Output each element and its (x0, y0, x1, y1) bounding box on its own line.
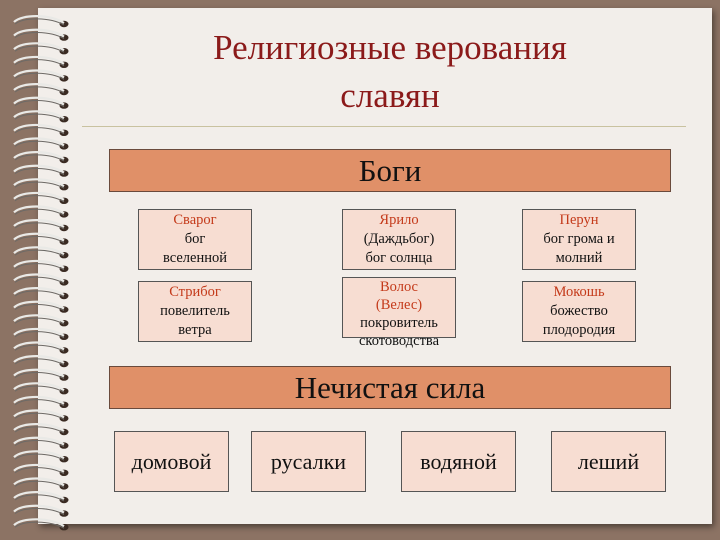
slide-title-line2: славян (340, 76, 440, 115)
binding-ring (13, 83, 69, 96)
god-box-volos: Волос (Велес) покровитель скотоводства (342, 277, 456, 349)
god-name: Стрибог (169, 284, 221, 300)
binding-ring (13, 355, 69, 368)
binding-ring (13, 232, 69, 245)
evil-forces-header: Нечистая сила (109, 366, 671, 409)
binding-ring (13, 450, 69, 463)
slide-title-line1: Религиозные верования (213, 28, 567, 67)
god-desc: скотоводства (358, 333, 440, 349)
title-divider (82, 126, 686, 127)
binding-ring (13, 327, 69, 340)
binding-ring (13, 178, 69, 191)
binding-ring (13, 477, 69, 490)
binding-ring (13, 205, 69, 218)
binding-ring (13, 518, 69, 531)
binding-ring (13, 28, 69, 41)
god-desc: бог (184, 231, 206, 247)
god-box-yarilo: Ярило (Даждьбог) бог солнца (342, 209, 456, 270)
spirit-box-leshiy: леший (551, 431, 666, 492)
binding-ring (13, 259, 69, 272)
binding-ring (13, 42, 69, 55)
god-desc: бог грома и (543, 231, 615, 247)
god-desc: покровитель (360, 315, 438, 331)
binding-ring (13, 137, 69, 150)
god-box-stribog: Стрибог повелитель ветра (138, 281, 252, 342)
god-name: Перун (559, 212, 599, 228)
god-name: Сварог (173, 212, 217, 228)
binding-ring (13, 287, 69, 300)
binding-ring (13, 341, 69, 354)
god-desc: божество (550, 303, 608, 319)
god-desc: бог солнца (365, 250, 433, 266)
spirit-box-vodyanoy: водяной (401, 431, 516, 492)
binding-ring (13, 164, 69, 177)
binding-ring (13, 395, 69, 408)
binding-ring (13, 504, 69, 517)
binding-ring (13, 96, 69, 109)
binding-ring (13, 409, 69, 422)
god-box-svarog: Сварог бог вселенной (138, 209, 252, 270)
spiral-binding (13, 15, 69, 531)
spirit-box-domovoy: домовой (114, 431, 229, 492)
god-box-perun: Перун бог грома и молний (522, 209, 636, 270)
binding-ring (13, 123, 69, 136)
binding-ring (13, 151, 69, 164)
god-name: Волос (379, 279, 418, 295)
binding-ring (13, 300, 69, 313)
gods-header: Боги (109, 149, 671, 192)
binding-ring (13, 219, 69, 232)
spirit-box-rusalki: русалки (251, 431, 366, 492)
binding-ring (13, 273, 69, 286)
god-desc: (Даждьбог) (363, 231, 435, 247)
binding-ring (13, 55, 69, 68)
binding-ring (13, 368, 69, 381)
binding-ring (13, 110, 69, 123)
binding-ring (13, 246, 69, 259)
binding-ring (13, 436, 69, 449)
god-box-mokosh: Мокошь божество плодородия (522, 281, 636, 342)
god-desc: вселенной (162, 250, 227, 266)
binding-ring (13, 314, 69, 327)
god-name: Мокошь (553, 284, 605, 300)
god-desc: молний (555, 250, 603, 266)
god-desc: плодородия (542, 322, 616, 338)
binding-ring (13, 423, 69, 436)
binding-ring (13, 382, 69, 395)
binding-ring (13, 69, 69, 82)
binding-ring (13, 191, 69, 204)
binding-ring (13, 463, 69, 476)
god-name-alt: (Велес) (375, 297, 423, 313)
god-desc: повелитель (160, 303, 230, 319)
binding-ring (13, 491, 69, 504)
god-desc: ветра (178, 322, 212, 338)
god-name: Ярило (379, 212, 419, 228)
binding-ring (13, 15, 69, 28)
